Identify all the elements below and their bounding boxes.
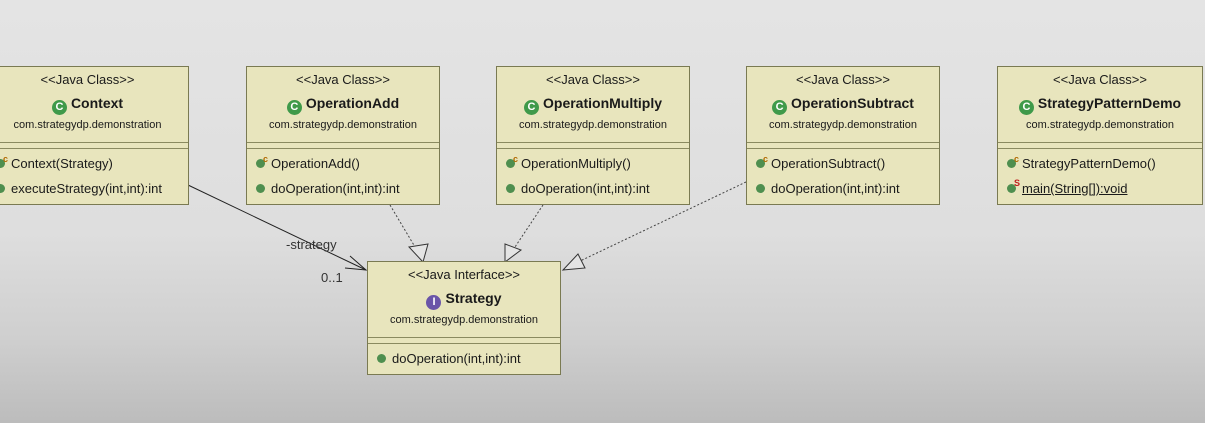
package-label: com.strategydp.demonstration bbox=[769, 119, 917, 131]
stereotype-label: <<Java Class>> bbox=[1053, 72, 1147, 87]
public-method-icon bbox=[0, 184, 5, 193]
operations-compartment: Context(Strategy) executeStrategy(int,in… bbox=[0, 149, 188, 205]
class-icon: C bbox=[772, 100, 788, 115]
operation[interactable]: executeStrategy(int,int):int bbox=[0, 180, 188, 205]
realization-arrowhead-multiply bbox=[504, 243, 523, 263]
operation[interactable]: doOperation(int,int):int bbox=[368, 350, 560, 375]
attributes-compartment bbox=[497, 143, 689, 149]
class-header: <<Java Class>> C OperationMultiply com.st… bbox=[497, 67, 689, 143]
package-label: com.strategydp.demonstration bbox=[390, 314, 538, 326]
stereotype-label: <<Java Class>> bbox=[296, 72, 390, 87]
class-name: Context bbox=[70, 95, 124, 111]
operation[interactable]: OperationMultiply() bbox=[497, 150, 689, 180]
realization-line-multiply bbox=[512, 204, 544, 251]
operation-label: doOperation(int,int):int bbox=[521, 181, 650, 196]
public-method-icon bbox=[506, 184, 515, 193]
class-icon: C bbox=[524, 100, 539, 115]
association-arrowhead bbox=[344, 255, 368, 271]
attributes-compartment bbox=[368, 338, 560, 344]
operation-label: OperationAdd() bbox=[271, 156, 360, 171]
package-label: com.strategydp.demonstration bbox=[519, 119, 667, 131]
class-title: C OperationMultiply bbox=[497, 94, 689, 115]
public-method-icon bbox=[256, 184, 265, 193]
operation[interactable]: StrategyPatternDemo() bbox=[998, 150, 1202, 180]
class-name: StrategyPatternDemo bbox=[1037, 95, 1182, 111]
association-line bbox=[187, 184, 367, 271]
operation[interactable]: doOperation(int,int):int bbox=[497, 180, 689, 205]
operation[interactable]: doOperation(int,int):int bbox=[747, 180, 939, 205]
constructor-icon bbox=[1007, 150, 1019, 168]
public-method-icon bbox=[377, 354, 386, 363]
attributes-compartment bbox=[747, 143, 939, 149]
operation-label: StrategyPatternDemo() bbox=[1022, 156, 1156, 171]
operation-label: OperationSubtract() bbox=[771, 156, 886, 171]
operation[interactable]: OperationSubtract() bbox=[747, 150, 939, 180]
package-label: com.strategydp.demonstration bbox=[1026, 119, 1174, 131]
operation-label: executeStrategy(int,int):int bbox=[11, 181, 163, 196]
operation[interactable]: OperationAdd() bbox=[247, 150, 439, 180]
package-label: com.strategydp.demonstration bbox=[13, 119, 162, 131]
operations-compartment: OperationSubtract() doOperation(int,int)… bbox=[747, 149, 939, 205]
operation[interactable]: Context(Strategy) bbox=[0, 150, 188, 180]
operations-compartment: doOperation(int,int):int bbox=[368, 344, 560, 375]
constructor-icon bbox=[506, 150, 518, 168]
attributes-compartment bbox=[247, 143, 439, 149]
operation-label: doOperation(int,int):int bbox=[392, 351, 521, 366]
static-method-icon bbox=[1007, 174, 1020, 193]
operation-label: main(String[]):void bbox=[1022, 181, 1128, 196]
class-name: OperationSubtract bbox=[791, 95, 914, 111]
stereotype-label: <<Java Class>> bbox=[40, 72, 135, 87]
constructor-icon bbox=[256, 150, 268, 168]
operations-compartment: OperationMultiply() doOperation(int,int)… bbox=[497, 149, 689, 205]
operation-label: Context(Strategy) bbox=[11, 156, 113, 171]
realization-arrowhead-subtract bbox=[561, 253, 586, 271]
operations-compartment: OperationAdd() doOperation(int,int):int bbox=[247, 149, 439, 205]
package-label: com.strategydp.demonstration bbox=[269, 119, 417, 131]
stereotype-label: <<Java Interface>> bbox=[407, 267, 521, 282]
attributes-compartment bbox=[0, 143, 188, 149]
class-operationmultiply[interactable]: <<Java Class>> C OperationMultiply com.st… bbox=[496, 66, 690, 205]
class-name: OperationAdd bbox=[305, 95, 400, 111]
realization-arrowhead-add bbox=[407, 243, 429, 263]
interface-icon: I bbox=[426, 295, 442, 310]
stereotype-label: <<Java Class>> bbox=[796, 72, 890, 87]
association-role-label: -strategy bbox=[286, 237, 337, 252]
operation-label: OperationMultiply() bbox=[521, 156, 631, 171]
class-name: OperationMultiply bbox=[543, 95, 662, 111]
class-icon: C bbox=[286, 100, 302, 115]
realization-line-subtract bbox=[577, 181, 747, 263]
stereotype-label: <<Java Class>> bbox=[546, 72, 640, 87]
operation-label: doOperation(int,int):int bbox=[271, 181, 400, 196]
constructor-icon bbox=[756, 150, 768, 168]
public-method-icon bbox=[756, 184, 765, 193]
class-icon: C bbox=[51, 100, 67, 115]
realization-line-add bbox=[389, 204, 419, 253]
interface-name: Strategy bbox=[445, 290, 502, 306]
constructor-icon bbox=[0, 150, 8, 168]
operations-compartment: StrategyPatternDemo() main(String[]):voi… bbox=[998, 149, 1202, 205]
operation[interactable]: doOperation(int,int):int bbox=[247, 180, 439, 205]
class-icon: C bbox=[1018, 100, 1034, 115]
operation[interactable]: main(String[]):void bbox=[998, 174, 1202, 205]
operation-label: doOperation(int,int):int bbox=[771, 181, 900, 196]
attributes-compartment bbox=[998, 143, 1202, 149]
association-multiplicity-label: 0..1 bbox=[321, 270, 343, 285]
